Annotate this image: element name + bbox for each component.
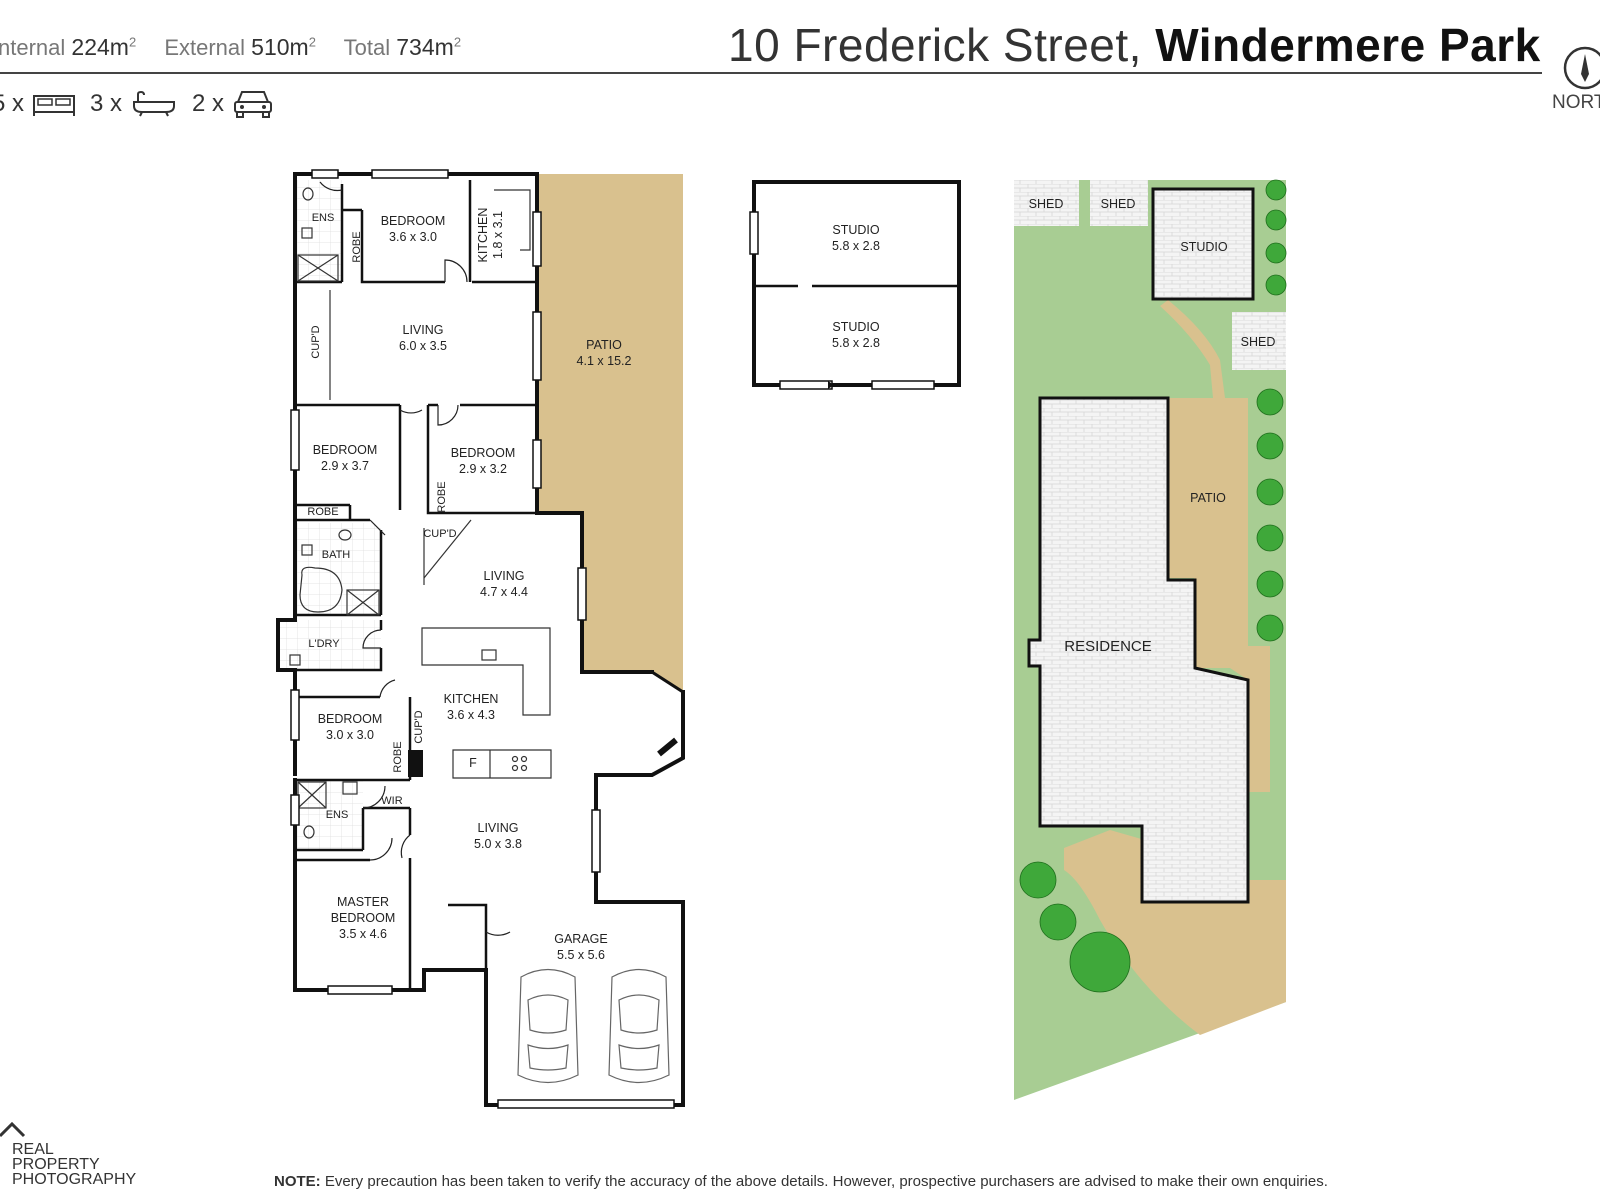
robe-label: ROBE	[351, 231, 363, 262]
site-patio	[1166, 398, 1270, 792]
bath-label: BATH	[322, 549, 351, 561]
studio-label: STUDIO	[832, 320, 880, 334]
internal-label: nternal	[0, 35, 66, 60]
external-value: 510m	[251, 34, 309, 60]
brand-line: PROPERTY	[12, 1156, 100, 1173]
ensuite-tile-floor	[297, 180, 342, 282]
shed-2	[1090, 180, 1148, 226]
robe-label: ROBE	[392, 741, 404, 772]
bedroom-label: BEDROOM	[381, 214, 446, 228]
living-dim: 4.7 x 4.4	[480, 585, 528, 599]
master-bedroom-label: MASTER	[337, 895, 389, 909]
living-label: LIVING	[478, 821, 519, 835]
brand-line: REAL	[12, 1141, 54, 1158]
property-address: 10 Frederick Street, Windermere Park	[728, 18, 1541, 72]
bed-icon	[33, 95, 76, 116]
kitchen-dim: 1.8 x 3.1	[491, 211, 505, 259]
feature-counts: 5 x 3 x 2 x	[0, 88, 288, 120]
living-dim: 6.0 x 3.5	[399, 339, 447, 353]
living-label: LIVING	[403, 323, 444, 337]
bedroom-count-text: 5 x	[0, 90, 25, 117]
path-to-studio	[1160, 300, 1225, 398]
car-count-text: 2 x	[192, 90, 225, 117]
kitchen-label: KITCHEN	[476, 208, 490, 263]
site-studio	[1151, 187, 1255, 301]
ens-label: ENS	[312, 212, 335, 224]
internal-unit-sup: 2	[128, 34, 137, 50]
bedroom-label: BEDROOM	[313, 443, 378, 457]
shed-label: SHED	[1101, 197, 1136, 211]
cupboard-block	[408, 750, 423, 777]
header-divider	[0, 72, 1542, 74]
bedroom-count: 5 x	[0, 90, 76, 118]
master-bedroom-label: BEDROOM	[331, 911, 396, 925]
bathroom-count: 3 x	[90, 90, 178, 118]
wir-label: WIR	[381, 795, 402, 807]
shed-1	[1014, 180, 1079, 226]
patio-area	[537, 174, 683, 692]
note-label: NOTE:	[274, 1173, 321, 1190]
studio-label: STUDIO	[1180, 240, 1228, 254]
kitchen-dim: 3.6 x 4.3	[447, 708, 495, 722]
cupboard-label: CUP'D	[413, 710, 425, 743]
bedroom-dim: 3.0 x 3.0	[326, 728, 374, 742]
studio-dim: 5.8 x 2.8	[832, 336, 880, 350]
tree-icons	[1019, 179, 1287, 993]
shed-label: SHED	[1029, 197, 1064, 211]
address-street: 10 Frederick Street,	[728, 19, 1142, 71]
bathtub-icon	[133, 90, 176, 117]
bathroom-count-text: 3 x	[90, 90, 123, 117]
brand-logo-icon	[0, 1122, 26, 1138]
bedroom-dim: 3.6 x 3.0	[389, 230, 437, 244]
living-label: LIVING	[484, 569, 525, 583]
compass-rose	[1563, 46, 1600, 90]
total-value: 734m	[396, 34, 454, 60]
ens-label: ENS	[326, 809, 349, 821]
note-text: Every precaution has been taken to verif…	[320, 1173, 1328, 1190]
bedroom-label: BEDROOM	[318, 712, 383, 726]
site-plan: SHED SHED STUDIO SHED PATIO RESIDENCE	[1014, 179, 1287, 1100]
studio-plan: STUDIO 5.8 x 2.8 STUDIO 5.8 x 2.8	[749, 180, 961, 390]
living-dim: 5.0 x 3.8	[474, 837, 522, 851]
car-count: 2 x	[192, 88, 274, 120]
cupboard-label: CUP'D	[310, 325, 322, 358]
garage-cars	[517, 968, 670, 1084]
bedroom-label: BEDROOM	[451, 446, 516, 460]
kitchen-label: KITCHEN	[444, 692, 499, 706]
residence-footprint	[1027, 396, 1250, 904]
laundry-label: L'DRY	[308, 638, 340, 650]
shed-label: SHED	[1241, 335, 1276, 349]
master-bedroom-dim: 3.5 x 4.6	[339, 927, 387, 941]
robe-label: ROBE	[436, 481, 448, 512]
total-label: Total	[343, 35, 391, 60]
fridge-label: F	[469, 756, 477, 770]
address-suburb: Windermere Park	[1155, 19, 1541, 71]
car-icon	[234, 91, 273, 118]
studio-dim: 5.8 x 2.8	[832, 239, 880, 253]
external-unit-sup: 2	[308, 34, 316, 50]
patio-label: PATIO	[1190, 491, 1226, 505]
brand-logo: REAL PROPERTY PHOTOGRAPHY	[12, 1141, 137, 1188]
compass-label: NORT	[1552, 92, 1600, 113]
cupboard-label: CUP'D	[423, 528, 456, 540]
external-label: External	[164, 35, 246, 60]
patio-dim: 4.1 x 15.2	[577, 354, 632, 368]
bedroom-dim: 2.9 x 3.7	[321, 459, 369, 473]
robe-label: ROBE	[307, 506, 338, 518]
bedroom-dim: 2.9 x 3.2	[459, 462, 507, 476]
garage-dim: 5.5 x 5.6	[557, 948, 605, 962]
shed-3	[1232, 312, 1286, 370]
brand-line: PHOTOGRAPHY	[12, 1171, 137, 1188]
main-house-plan: ENS ROBE BEDROOM 3.6 x 3.0 KITCHEN 1.8 x…	[276, 169, 686, 1109]
studio-label: STUDIO	[832, 223, 880, 237]
patio-label: PATIO	[586, 338, 622, 352]
residence-label: RESIDENCE	[1064, 638, 1152, 655]
total-unit-sup: 2	[453, 34, 462, 50]
internal-value: 224m	[71, 34, 129, 60]
area-summary: nternal 224m2 External 510m2 Total 734m2	[0, 34, 483, 61]
garage-label: GARAGE	[554, 932, 608, 946]
disclaimer-note: NOTE: Every precaution has been taken to…	[274, 1173, 1328, 1190]
